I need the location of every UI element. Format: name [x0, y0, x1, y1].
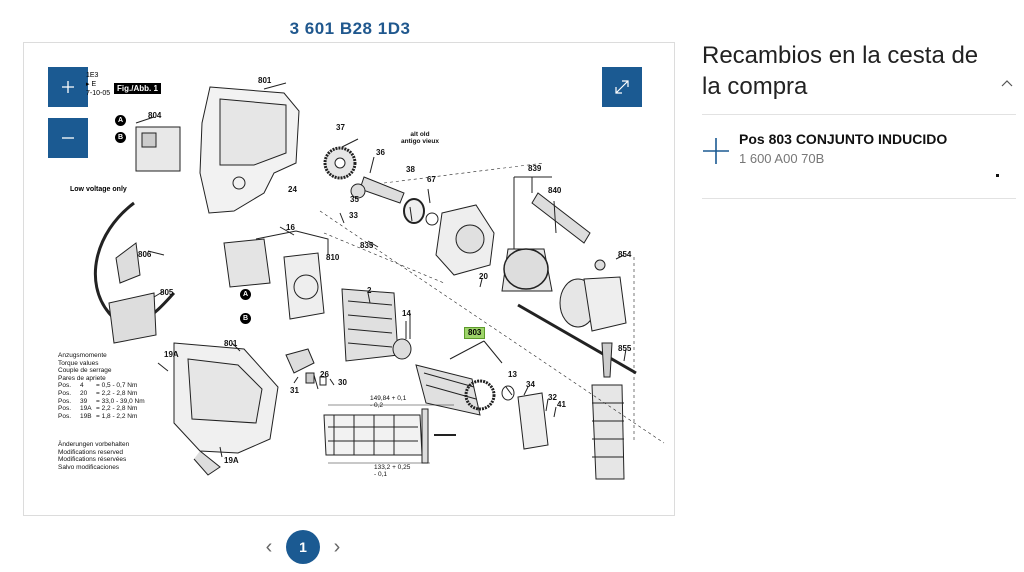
pagination: ‹ 1 › [262, 530, 344, 564]
part-label[interactable]: 839 [528, 164, 542, 173]
exploded-view-diagram[interactable]: 1E3 ▸ E 7-10-05 Fig./Abb. 1 Low voltage … [23, 42, 675, 516]
part-label[interactable]: 31 [290, 386, 299, 395]
page-number-current[interactable]: 1 [286, 530, 320, 564]
part-label[interactable]: 810 [326, 253, 340, 262]
part-label[interactable]: 16 [286, 223, 295, 232]
part-label[interactable]: 26 [320, 370, 329, 379]
chevron-right-icon[interactable]: › [333, 536, 341, 558]
changes-note-line: Modifications réservées [58, 456, 127, 464]
part-label[interactable]: 14 [402, 309, 411, 318]
plus-icon [62, 81, 74, 93]
highlighted-part-label[interactable]: 803 [464, 327, 486, 339]
part-label[interactable]: 32 [548, 393, 557, 402]
dot-icon [996, 174, 999, 177]
callout-b: B [240, 313, 251, 324]
expand-icon [615, 80, 629, 94]
part-label[interactable]: 20 [479, 272, 488, 281]
part-label[interactable]: 806 [138, 250, 152, 259]
part-label[interactable]: 2 [367, 286, 372, 295]
torque-header-line: Anzugsmomente [58, 352, 107, 359]
part-label[interactable]: 30 [338, 378, 347, 387]
cart-panel-title: Recambios en la cesta de la compra [702, 42, 979, 100]
diagram-drawing [93, 82, 665, 480]
part-label[interactable]: 840 [548, 186, 562, 195]
fullscreen-button[interactable] [602, 67, 642, 107]
torque-row: Pos.4= 0,5 - 0,7 Nm [58, 382, 138, 390]
part-label[interactable]: 804 [148, 111, 162, 120]
changes-note-line: Änderungen vorbehalten [58, 441, 130, 448]
plus-icon[interactable] [702, 137, 730, 165]
panel-divider [702, 114, 1016, 115]
part-label[interactable]: 854 [618, 250, 632, 259]
part-label[interactable]: 38 [406, 165, 415, 174]
part-label[interactable]: 805 [160, 288, 174, 297]
part-label[interactable]: 34 [526, 380, 535, 389]
changes-note: Änderungen vorbehalten Modifications res… [58, 441, 129, 471]
torque-row: Pos.19B= 1,8 - 2,2 Nm [58, 412, 138, 420]
callout-b: B [115, 132, 126, 143]
part-label[interactable]: 33 [349, 211, 358, 220]
part-label[interactable]: 13 [508, 370, 517, 379]
figure-label: Fig./Abb. 1 [114, 83, 161, 94]
dimension-bottom: 133,2 + 0,25 - 0,1 [374, 464, 411, 478]
alt-part-label: alt old antigo vieux [401, 131, 439, 145]
dimension-top: 149,84 + 0,1 - 0,2 [370, 395, 407, 409]
callout-a: A [240, 289, 251, 300]
changes-note-line: Salvo modificaciones [58, 463, 120, 471]
header-code-line: 7-10-05 [86, 90, 111, 97]
part-label[interactable]: 835 [360, 241, 374, 250]
part-label[interactable]: 24 [288, 185, 297, 194]
torque-values-table: Anzugsmomente Torque values Couple de se… [58, 352, 145, 420]
chevron-left-icon[interactable]: ‹ [265, 536, 273, 558]
part-label[interactable]: 19A [224, 456, 239, 465]
part-label[interactable]: 41 [557, 400, 566, 409]
header-code-line: 1E3 [86, 72, 99, 79]
chevron-up-icon[interactable] [1000, 78, 1014, 88]
zoom-out-button[interactable] [48, 118, 88, 158]
torque-header-line: Pares de apriete [58, 374, 106, 382]
torque-header-line: Couple de serrage [58, 367, 112, 375]
cart-item-title[interactable]: Pos 803 CONJUNTO INDUCIDO [739, 131, 948, 147]
drawing-header-code: 1E3 ▸ E 7-10-05 [86, 71, 110, 98]
part-label[interactable]: 37 [336, 123, 345, 132]
part-label[interactable]: 19A [164, 350, 179, 359]
part-label[interactable]: 801 [224, 339, 238, 348]
torque-row: Pos.20= 2,2 - 2,8 Nm [58, 389, 138, 397]
part-label[interactable]: 801 [258, 76, 272, 85]
part-label[interactable]: 35 [350, 195, 359, 204]
diagram-title: 3 601 B28 1D3 [289, 19, 411, 38]
callout-a: A [115, 115, 126, 126]
part-label[interactable]: 67 [427, 175, 436, 184]
torque-row: Pos.39= 33,0 - 39,0 Nm [58, 397, 145, 405]
header-code-line: ▸ E [86, 81, 97, 88]
torque-header-line: Torque values [58, 359, 99, 367]
part-label[interactable]: 855 [618, 344, 632, 353]
part-label[interactable]: 36 [376, 148, 385, 157]
minus-icon [62, 137, 74, 139]
cart-item-code: 1 600 A00 70B [739, 151, 825, 166]
changes-note-line: Modifications reserved [58, 448, 124, 456]
low-voltage-note: Low voltage only [70, 186, 127, 193]
torque-row: Pos.19A= 2,2 - 2,8 Nm [58, 405, 138, 413]
panel-divider [702, 198, 1016, 199]
zoom-in-button[interactable] [48, 67, 88, 107]
